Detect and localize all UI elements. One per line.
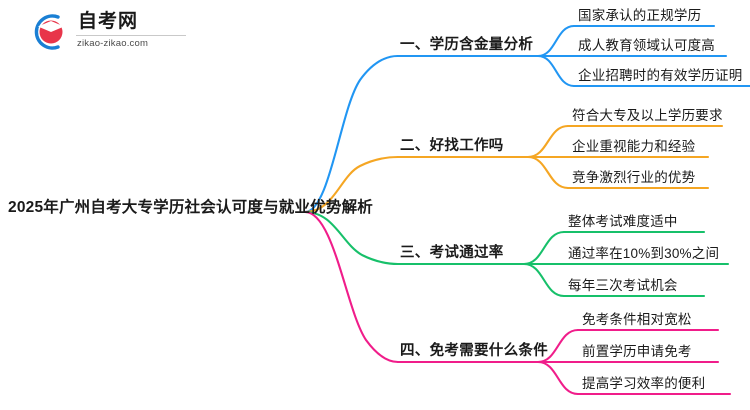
mindmap-branch-3-child-2-label[interactable]: 通过率在10%到30%之间 (568, 246, 720, 261)
mindmap-branch-3-child-1-label[interactable]: 整体考试难度适中 (568, 214, 678, 229)
mindmap-branch-4-child-1-label[interactable]: 免考条件相对宽松 (582, 312, 692, 327)
mindmap-branch-1-child-1-label[interactable]: 国家承认的正规学历 (578, 8, 702, 23)
mindmap-branch-3-child-3-label[interactable]: 每年三次考试机会 (568, 278, 678, 293)
mindmap-branch-1-child-2-label[interactable]: 成人教育领域认可度高 (578, 38, 715, 53)
logo-subtitle: zikao-zikao.com (77, 38, 149, 49)
link-branch-2-child-1 (526, 124, 570, 159)
link-branch-3-child-3 (522, 262, 566, 298)
mindmap-branch-4-label[interactable]: 四、免考需要什么条件 (400, 343, 548, 359)
logo-text: 自考网 zikao-zikao.com (76, 10, 188, 54)
link-root-to-branch-3 (303, 210, 400, 266)
site-logo: 自考网 zikao-zikao.com (28, 10, 188, 54)
mindmap-branch-3-label[interactable]: 三、考试通过率 (400, 245, 504, 261)
link-branch-1-child-3 (536, 54, 576, 88)
link-root-to-branch-1 (303, 54, 400, 214)
link-branch-2-child-3 (526, 155, 570, 190)
mindmap-branch-2-child-1-label[interactable]: 符合大专及以上学历要求 (572, 108, 723, 123)
logo-title: 自考网 (78, 11, 139, 32)
mindmap-branch-2-child-2-label[interactable]: 企业重视能力和经验 (572, 139, 696, 154)
mindmap-branch-1-child-3-label[interactable]: 企业招聘时的有效学历证明 (578, 68, 743, 83)
logo-divider (76, 35, 186, 36)
mindmap-root-node[interactable]: 2025年广州自考大专学历社会认可度与就业优势解析 (8, 199, 373, 216)
link-branch-4-child-3 (536, 360, 580, 396)
mindmap-branch-4-child-2-label[interactable]: 前置学历申请免考 (582, 344, 692, 359)
graduation-cap-icon (34, 14, 65, 50)
link-root-to-branch-4 (303, 210, 400, 364)
link-branch-3-child-1 (522, 230, 566, 266)
mindmap-branch-2-label[interactable]: 二、好找工作吗 (400, 138, 504, 154)
mindmap-branch-2-child-3-label[interactable]: 竞争激烈行业的优势 (572, 170, 696, 185)
link-root-to-branch-2 (303, 155, 400, 214)
link-branch-1-child-1 (536, 24, 576, 58)
mindmap-branch-1-label[interactable]: 一、学历含金量分析 (400, 37, 534, 53)
mindmap-branch-4-child-3-label[interactable]: 提高学习效率的便利 (582, 376, 706, 391)
